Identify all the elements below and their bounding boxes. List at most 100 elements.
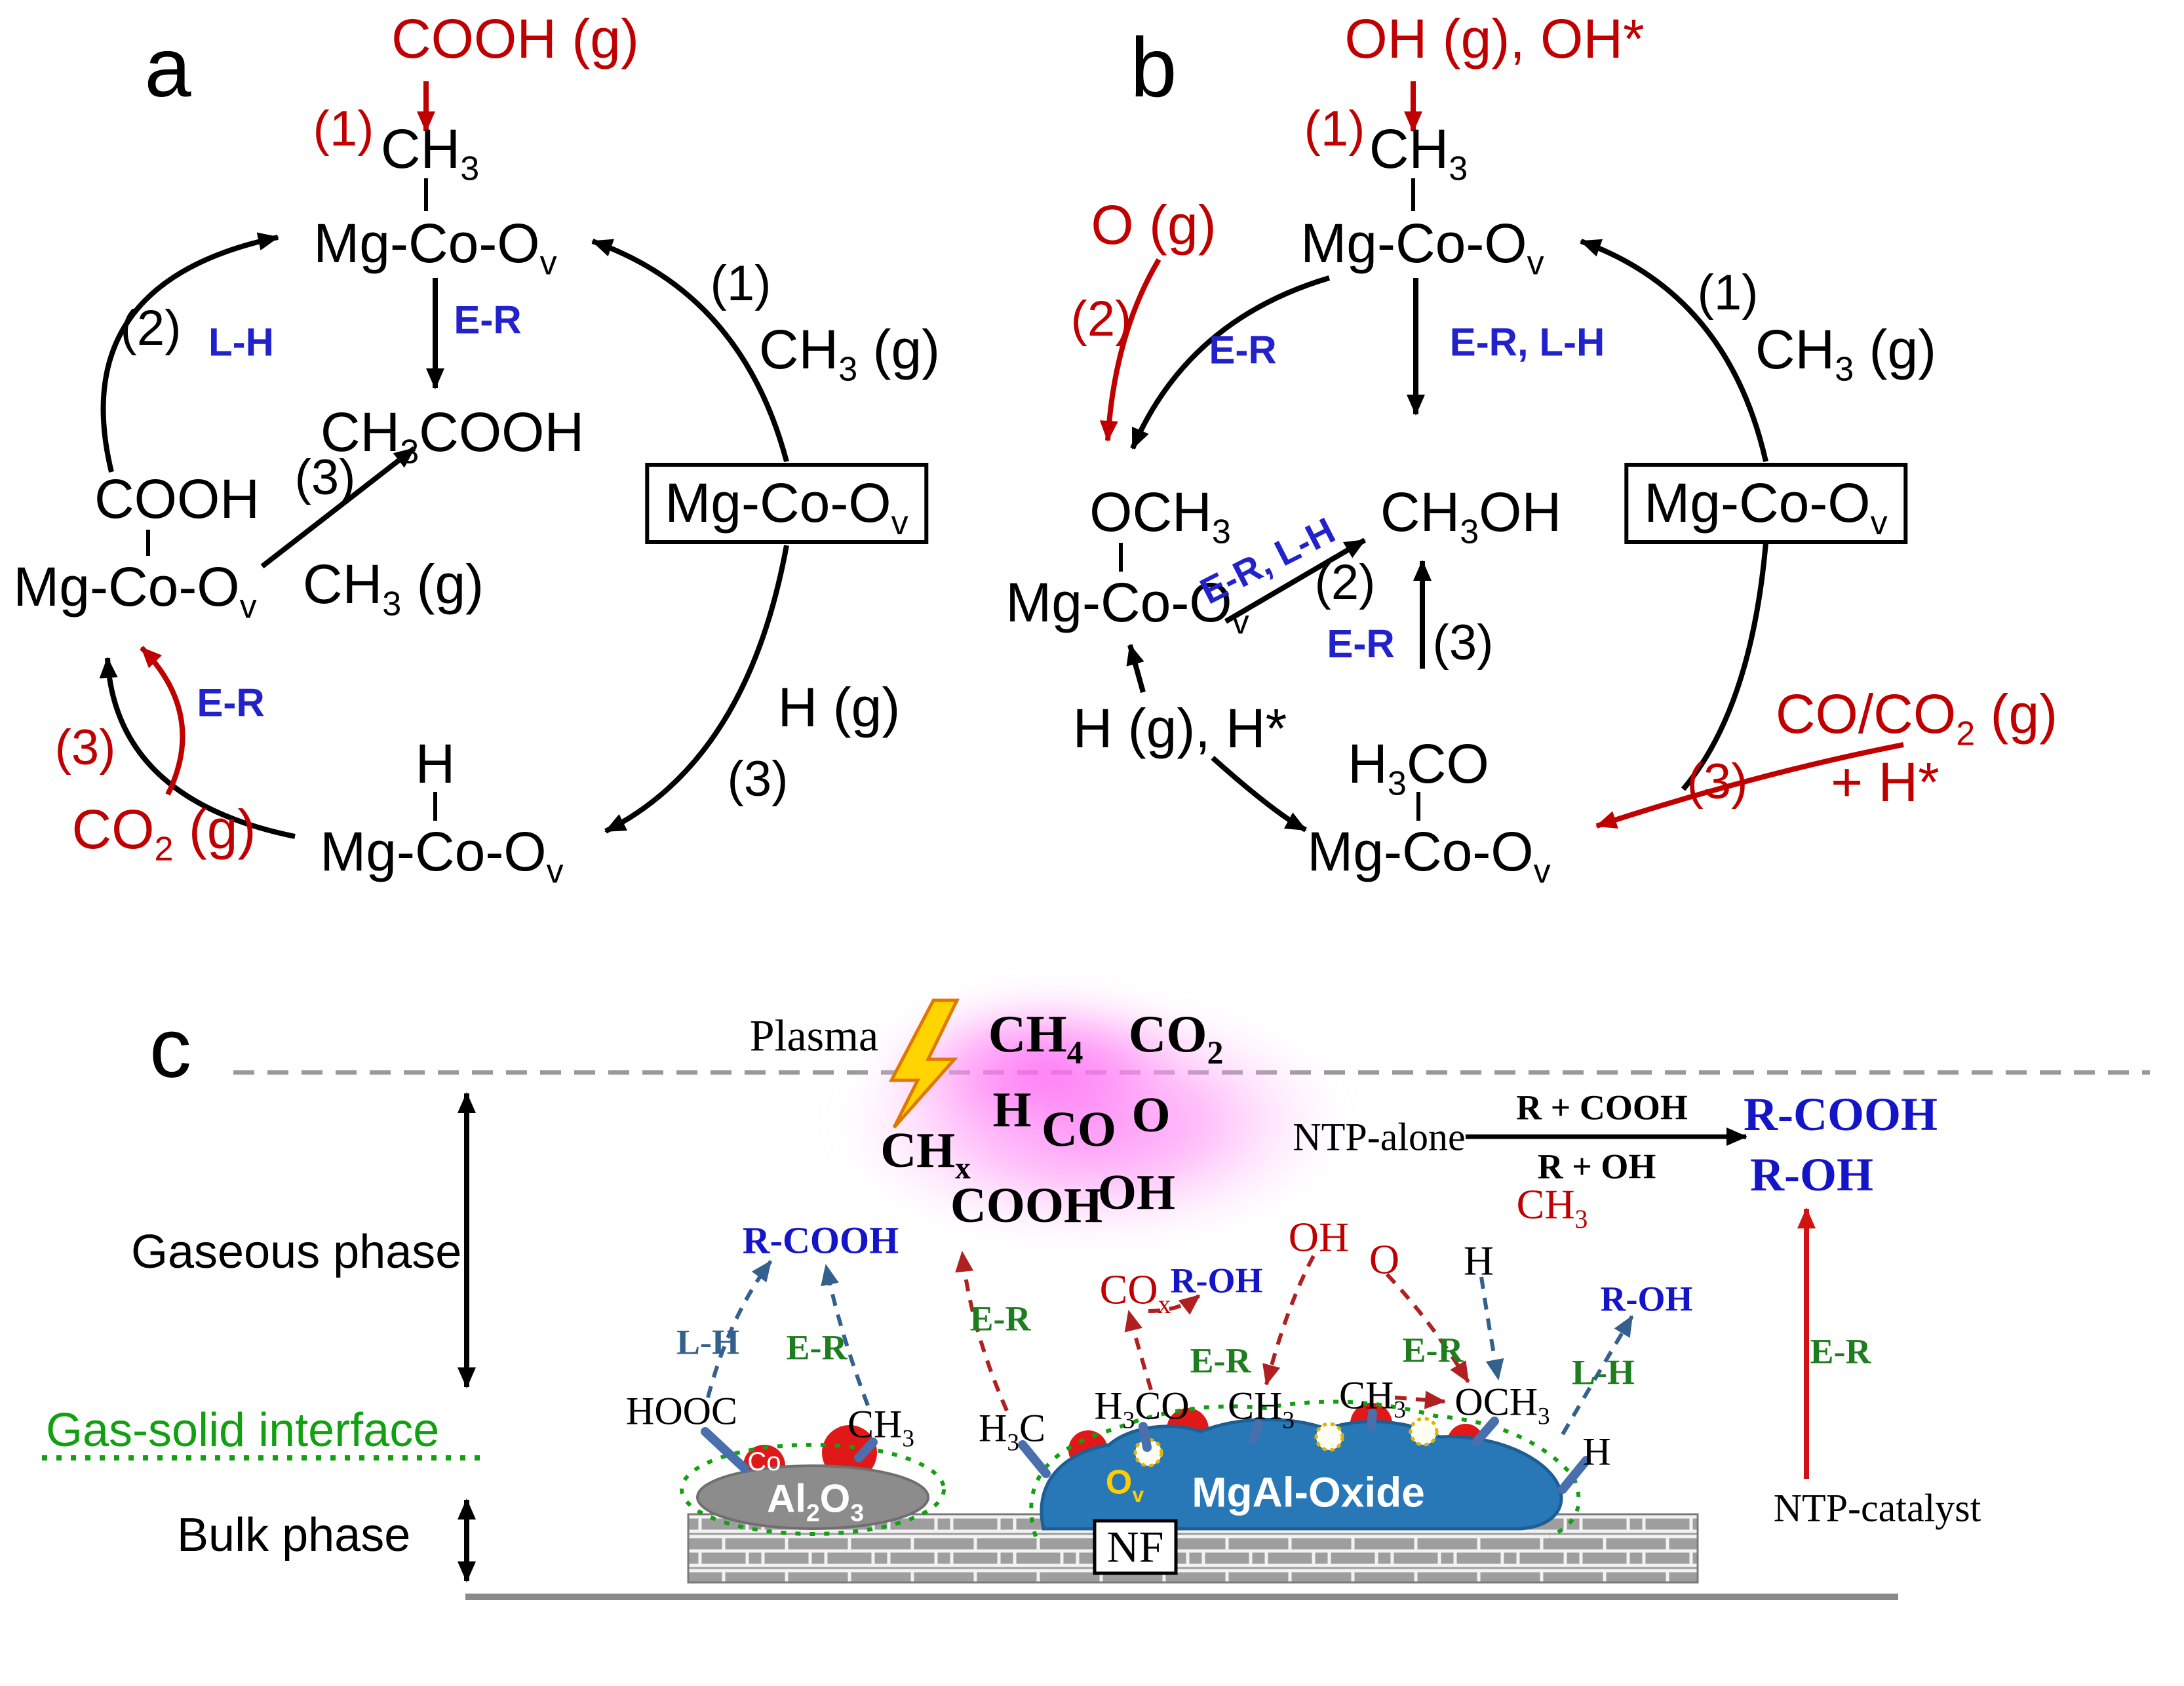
b-step2-red: (2) [1070, 292, 1132, 348]
arrow-lh-rcooh [706, 1260, 773, 1398]
c-rxn-r-oh: R + OH [1537, 1147, 1656, 1186]
c-sp-ch3-1: CH3 [848, 1403, 914, 1453]
arrow-h3co-cox [1124, 1310, 1153, 1390]
b-step3-mid: (3) [1432, 616, 1494, 672]
a-catalyst-box: Mg-Co-Ov [645, 463, 928, 544]
adsorbate-bonds [701, 1409, 1591, 1494]
a-ch3-gas-right: CH3 (g) [758, 318, 941, 389]
c-ch3-red: CH3 [1516, 1180, 1588, 1235]
c-prod-roh-surface-2: R-OH [1600, 1279, 1693, 1319]
arrow-b-h-up [1126, 644, 1146, 694]
c-mech-lh-2: L-H [1571, 1352, 1635, 1392]
oxygen-vacancy-2 [1314, 1422, 1344, 1452]
panel-b-graphics [1099, 81, 1904, 833]
c-prod-rcooh-surface: R-COOH [742, 1220, 899, 1263]
c-prod-rcooh: R-COOH [1744, 1088, 1938, 1141]
al2o3-particle [696, 1464, 929, 1530]
arc-b-er-left [1130, 275, 1331, 450]
c-mech-er-1: E-R [786, 1327, 848, 1367]
lightning-bolt-icon [888, 998, 960, 1129]
c-gas-o: O [1369, 1235, 1400, 1283]
c-mech-er-4: E-R [1402, 1330, 1464, 1370]
b-h-gas: H (g), H* [1072, 697, 1287, 759]
b-step1-top: (1) [1304, 102, 1365, 158]
arrow-b-o-in [1099, 258, 1161, 442]
a-site-bottom: Mg-Co-Ov [320, 820, 564, 891]
arc-b-step1-right [1580, 239, 1768, 462]
a-step1-right: (1) [710, 257, 771, 313]
c-mech-er-2: E-R [969, 1299, 1031, 1339]
b-h3co-bottom: H3CO [1348, 732, 1489, 803]
c-prod-roh-surface-1: R-OH [1170, 1261, 1263, 1301]
c-sp-h3c: H3C [979, 1407, 1045, 1457]
oxygen-vacancy-3 [1409, 1417, 1439, 1447]
b-site-bottom: Mg-Co-Ov [1307, 820, 1551, 891]
arrow-er-cooh-h3c [955, 1251, 1009, 1412]
b-ch3-gas-right: CH3 (g) [1755, 318, 1937, 389]
c-gas-cox: COx [1099, 1265, 1171, 1320]
b-er-mid: E-R [1327, 623, 1395, 667]
arrow-ch3-to-och3 [1394, 1390, 1446, 1409]
b-step2-diag: (2) [1314, 556, 1376, 612]
arc-a-step3-right [604, 545, 789, 834]
c-cloud-co2: CO2 [1128, 1004, 1224, 1071]
bond-ch3-2 [1249, 1419, 1263, 1444]
b-coco2-gas: CO/CO2 (g) [1775, 682, 2058, 753]
c-sp-och3: OCH3 [1454, 1381, 1550, 1431]
a-er-center: E-R [454, 299, 522, 343]
b-h-star: + H* [1831, 751, 1940, 813]
bond-h3co [1139, 1422, 1152, 1452]
c-bulk-phase-label: Bulk phase [177, 1508, 411, 1561]
c-co-label: Co [747, 1448, 781, 1477]
b-o-gas: O (g) [1091, 193, 1217, 256]
panel-a-label: a [144, 20, 191, 115]
a-er-left: E-R [197, 682, 265, 726]
c-cloud-cooh: COOH [950, 1179, 1103, 1234]
arrow-a-step3-mid [260, 446, 416, 569]
c-nf-label: NF [1106, 1523, 1164, 1573]
bond-och3 [1472, 1417, 1499, 1447]
arc-a-step2 [100, 232, 279, 473]
b-oh-gas: OH (g), OH* [1344, 7, 1645, 69]
a-cooh-gas: COOH (g) [391, 7, 639, 69]
b-site-top: Mg-Co-Ov [1300, 212, 1544, 283]
a-h-gas: H (g) [777, 676, 901, 738]
c-ov-label: Ov [1105, 1462, 1144, 1508]
a-site-top: Mg-Co-Ov [313, 212, 557, 283]
b-ch3-top: CH3 [1369, 117, 1468, 188]
c-gas-h: H [1463, 1236, 1494, 1284]
a-ch3-top: CH3 [380, 117, 480, 188]
arrow-a-co2-in [140, 646, 185, 796]
arc-a-bottom-left [99, 657, 296, 839]
bond-ch3-3 [1367, 1409, 1377, 1431]
arc-b-bottom-right [1681, 542, 1768, 791]
bond-h3c [1018, 1440, 1051, 1478]
a-cooh-left: COOH [94, 467, 260, 530]
arrow-b-step2-diag [1224, 538, 1367, 624]
c-gaseous-phase-label: Gaseous phase [131, 1225, 462, 1278]
b-catalyst-box: Mg-Co-Ov [1624, 463, 1907, 544]
c-plasma-label: Plasma [749, 1012, 879, 1061]
a-ch3-gas-mid: CH3 (g) [302, 553, 484, 623]
arrow-b-coco2-in [1595, 742, 1904, 829]
c-cloud-chx: CHx [880, 1124, 971, 1186]
c-ntp-alone-label: NTP-alone [1293, 1116, 1466, 1160]
b-site-left: Mg-Co-Ov [1005, 571, 1249, 642]
c-cloud-oh: OH [1097, 1166, 1176, 1221]
b-er-left: E-R [1209, 329, 1277, 373]
b-step3-red: (3) [1687, 755, 1748, 811]
a-product-ch3cooh: CH3COOH [320, 401, 585, 471]
c-sp-hooc: HOOC [625, 1390, 738, 1434]
b-product-ch3oh: CH3OH [1380, 480, 1562, 551]
c-mech-lh-1: L-H [676, 1322, 740, 1362]
arrow-b-h-down [1211, 756, 1307, 833]
a-lh-left: L-H [208, 321, 274, 365]
c-mgal-oxide-label: MgAl-Oxide [1192, 1468, 1425, 1516]
a-co2-gas: CO2 (g) [71, 798, 256, 869]
a-h-bottom: H [415, 732, 456, 794]
nf-label-box [1093, 1519, 1178, 1575]
c-gas-solid-interface-label: Gas-solid interface [46, 1403, 440, 1457]
a-step2: (2) [120, 302, 182, 357]
arrow-h-och3 [1479, 1276, 1504, 1381]
